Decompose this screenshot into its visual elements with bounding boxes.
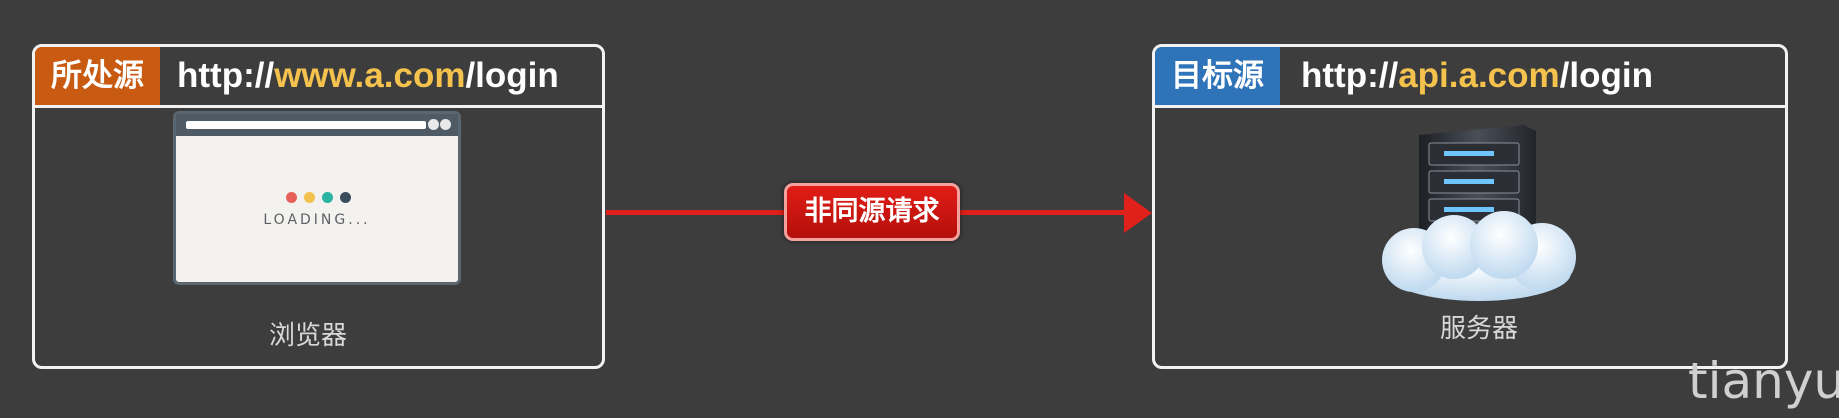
source-url: http://www.a.com/login [177,47,559,105]
loading-dot [322,192,333,203]
source-origin-header: 所处源 http://www.a.com/login [35,47,602,108]
cross-origin-request-label: 非同源请求 [784,183,960,241]
target-origin-tag: 目标源 [1155,47,1280,105]
cloud-server-icon [1382,125,1576,301]
target-origin-panel: 目标源 http://api.a.com/login 服务器 [1152,44,1788,369]
source-url-prefix: http:// [177,56,275,95]
server-caption: 服务器 [1439,314,1518,344]
browser-window-icon: LOADING... [173,111,461,285]
target-url: http://api.a.com/login [1301,47,1653,105]
browser-title-bar [176,114,458,136]
request-arrow-head [1124,193,1152,233]
loading-text: LOADING... [263,212,371,228]
browser-caption: 浏览器 [268,321,347,351]
source-origin-tag: 所处源 [35,47,160,105]
loading-dot [340,192,351,203]
loading-dot [304,192,315,203]
source-origin-panel: 所处源 http://www.a.com/login LOADING... 浏览… [32,44,605,369]
target-origin-header: 目标源 http://api.a.com/login [1155,47,1785,108]
watermark: tianyu [1688,352,1839,410]
source-url-host: www.a.com [274,56,466,95]
browser-button-icon [440,119,451,130]
browser-button-icon [428,119,439,130]
loading-dot [286,192,297,203]
target-url-path: /login [1559,56,1653,95]
target-url-host: api.a.com [1398,56,1560,95]
source-url-path: /login [465,56,559,95]
target-url-prefix: http:// [1301,56,1399,95]
browser-address-bar [186,121,426,129]
